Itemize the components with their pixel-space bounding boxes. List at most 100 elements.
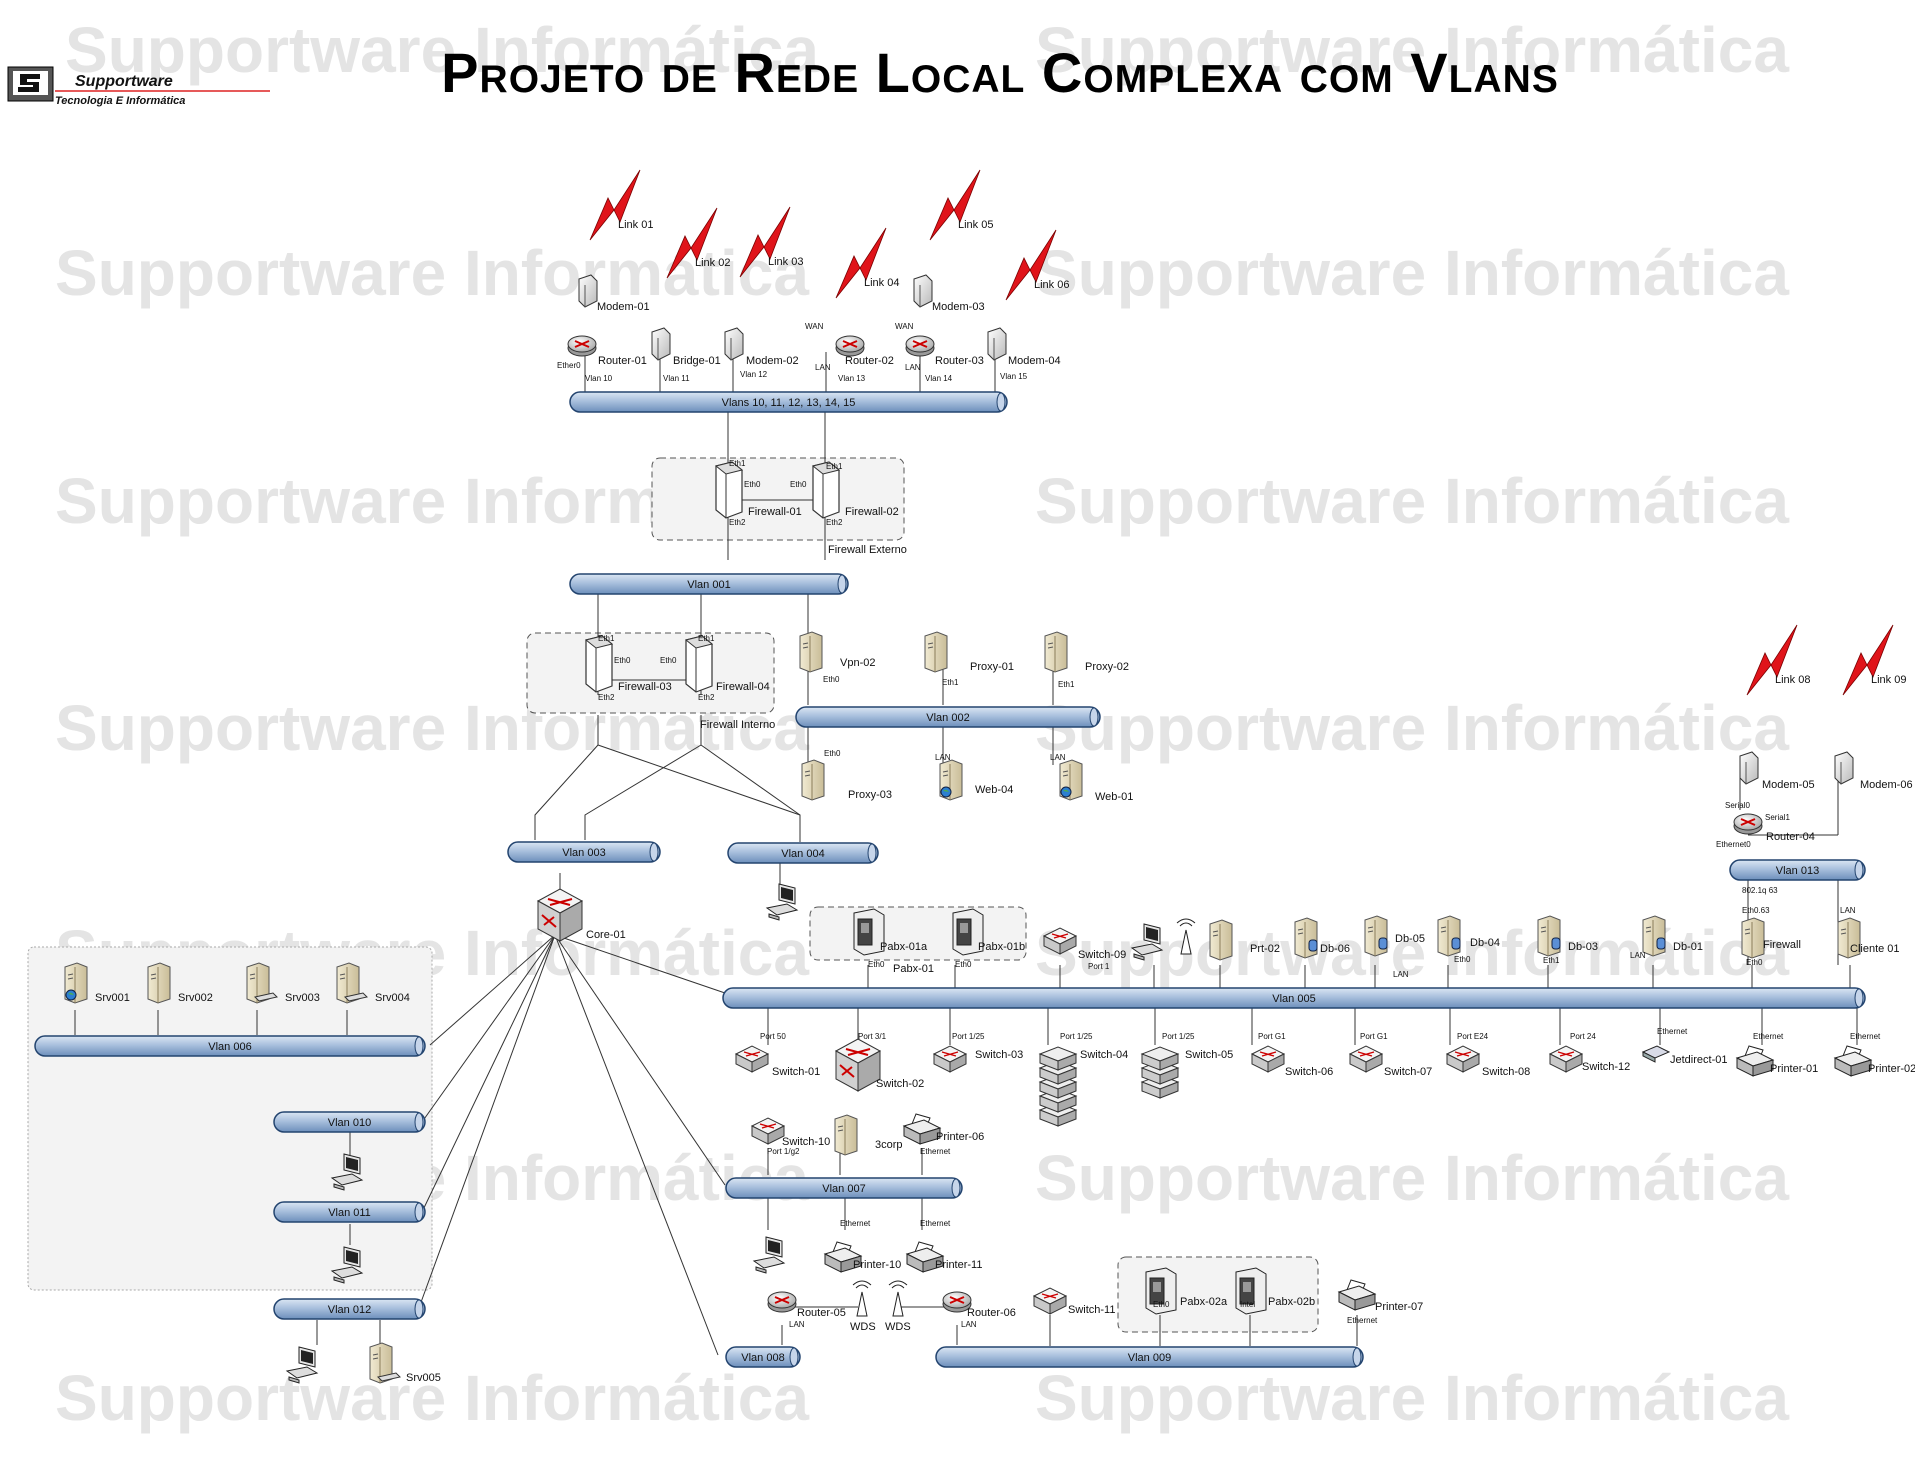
vlan-004-pc-icon[interactable] <box>765 883 799 921</box>
port-label: Eth1 <box>942 678 959 687</box>
db-01-server-icon[interactable] <box>1642 915 1666 957</box>
srv004-server-icon[interactable] <box>336 962 368 1004</box>
printer-07-icon[interactable] <box>1337 1279 1377 1311</box>
vlan-003-bus[interactable]: Vlan 003 <box>507 841 661 863</box>
printer-02-icon[interactable] <box>1833 1045 1873 1077</box>
connection-line <box>554 934 726 994</box>
srv003-server-icon[interactable] <box>246 962 278 1004</box>
pabx-02a-icon[interactable] <box>1145 1267 1177 1315</box>
switch-06-icon[interactable] <box>1250 1045 1286 1073</box>
bridge-01-icon[interactable] <box>651 327 671 361</box>
db-04-server-icon[interactable] <box>1437 915 1461 957</box>
port-label: Eth0 <box>823 675 840 684</box>
printer-10-icon[interactable] <box>823 1241 863 1273</box>
db-05-server-icon[interactable] <box>1364 915 1388 957</box>
printer-06-icon[interactable] <box>902 1113 942 1145</box>
vlan-013-bus[interactable]: Vlan 013 <box>1729 859 1866 881</box>
device-label: Db-03 <box>1568 941 1598 953</box>
switch-02-icon[interactable] <box>834 1038 882 1092</box>
device-label: Router-06 <box>967 1307 1016 1319</box>
port-label: Vlan 10 <box>585 374 613 383</box>
prt-02-server-icon[interactable] <box>1294 917 1318 959</box>
modem-01-icon[interactable] <box>578 274 598 308</box>
pabx-02b-icon[interactable] <box>1235 1267 1267 1315</box>
switch-07-icon[interactable] <box>1348 1045 1384 1073</box>
vlan-004-bus[interactable]: Vlan 004 <box>727 842 879 864</box>
firewall-01-icon[interactable] <box>714 461 744 519</box>
core-01-switch-icon[interactable] <box>536 888 584 942</box>
printer-01-icon[interactable] <box>1735 1045 1775 1077</box>
firewall-03-icon[interactable] <box>584 635 614 693</box>
printer-11-icon[interactable] <box>905 1241 945 1273</box>
cliente-01-server-icon[interactable] <box>1837 917 1861 959</box>
device-label: Srv001 <box>95 992 130 1004</box>
router-05-icon[interactable] <box>767 1291 797 1313</box>
switch-03-icon[interactable] <box>932 1045 968 1073</box>
pabx-01b-icon[interactable] <box>952 908 984 956</box>
3corp-server-icon[interactable] <box>834 1114 858 1156</box>
router-01-icon[interactable] <box>567 335 597 357</box>
proxy-01-server-icon[interactable] <box>924 631 948 673</box>
modem-06-icon[interactable] <box>1834 751 1854 785</box>
switch-12-icon[interactable] <box>1548 1045 1584 1073</box>
pabx-01a-icon[interactable] <box>853 908 885 956</box>
device-label: Switch-02 <box>876 1078 924 1090</box>
vlan-008-bus[interactable]: Vlan 008 <box>725 1346 801 1368</box>
device-label: Router-03 <box>935 355 984 367</box>
web-04-server-icon[interactable] <box>939 759 963 801</box>
srv002-server-icon[interactable] <box>147 962 171 1004</box>
jetdirect-01-icon[interactable] <box>1641 1045 1671 1063</box>
port-label: Port G1 <box>1360 1032 1388 1041</box>
web-01-server-icon[interactable] <box>1059 759 1083 801</box>
modem-04-icon[interactable] <box>987 327 1007 361</box>
firewall-02-icon[interactable] <box>811 461 841 519</box>
device-label: Modem-06 <box>1860 779 1913 791</box>
vlan-001-bus[interactable]: Vlan 001 <box>569 573 849 595</box>
vlan-005-bus[interactable]: Vlan 005 <box>722 987 1866 1009</box>
port-label: Eth0 <box>614 656 631 665</box>
vlan-007-bus[interactable]: Vlan 007 <box>725 1177 963 1199</box>
vlan-010-pc-icon[interactable] <box>330 1153 364 1191</box>
vlan-011-pc-icon[interactable] <box>330 1246 364 1284</box>
switch-04-stack-icon[interactable] <box>1038 1046 1078 1127</box>
logo-name: Supportware <box>75 73 173 90</box>
device-label: Pabx-01 <box>893 963 934 975</box>
vlan-006-bus[interactable]: Vlan 006 <box>34 1035 426 1057</box>
db-03-server-icon[interactable] <box>1537 915 1561 957</box>
vlan-005-pc-icon[interactable] <box>1130 923 1164 961</box>
vlan-002-bus[interactable]: Vlan 002 <box>795 706 1101 728</box>
vlan-012-pc-icon[interactable] <box>285 1346 319 1384</box>
device-label: Router-04 <box>1766 831 1815 843</box>
vlan-010-bus[interactable]: Vlan 010 <box>273 1111 426 1133</box>
firewall-server-icon[interactable] <box>1741 917 1765 959</box>
router-06-icon[interactable] <box>942 1291 972 1313</box>
vlan-009-bus[interactable]: Vlan 009 <box>935 1346 1364 1368</box>
modem-05-icon[interactable] <box>1739 751 1759 785</box>
router-04-icon[interactable] <box>1733 813 1763 835</box>
vlan-012-bus[interactable]: Vlan 012 <box>273 1298 426 1320</box>
switch-10-icon[interactable] <box>750 1117 786 1145</box>
device-label: Firewall <box>1763 939 1801 951</box>
srv001-server-icon[interactable] <box>64 962 88 1004</box>
device-label: Bridge-01 <box>673 355 721 367</box>
vpn-02-server-icon[interactable] <box>799 631 823 673</box>
modem-03-icon[interactable] <box>913 274 933 308</box>
modem-02-icon[interactable] <box>724 327 744 361</box>
srv005-server-icon[interactable] <box>369 1342 401 1384</box>
device-label: Switch-04 <box>1080 1049 1128 1061</box>
switch-09-icon[interactable] <box>1042 927 1078 955</box>
switch-05-stack-icon[interactable] <box>1140 1046 1180 1099</box>
proxy-02-server-icon[interactable] <box>1044 631 1068 673</box>
vlan-005-server-icon[interactable] <box>1209 919 1233 961</box>
router-02-icon[interactable] <box>835 335 865 357</box>
firewall-04-icon[interactable] <box>684 635 714 693</box>
switch-01-icon[interactable] <box>734 1045 770 1073</box>
port-label: Ethernet <box>840 1219 871 1228</box>
switch-08-icon[interactable] <box>1445 1045 1481 1073</box>
vlan-011-bus[interactable]: Vlan 011 <box>273 1201 426 1223</box>
vlan-top-bus[interactable]: Vlans 10, 11, 12, 13, 14, 15 <box>569 391 1008 413</box>
router-03-icon[interactable] <box>905 335 935 357</box>
vlan-007-pc-icon[interactable] <box>752 1236 786 1274</box>
proxy-03-server-icon[interactable] <box>801 759 825 801</box>
switch-11-icon[interactable] <box>1032 1287 1068 1315</box>
